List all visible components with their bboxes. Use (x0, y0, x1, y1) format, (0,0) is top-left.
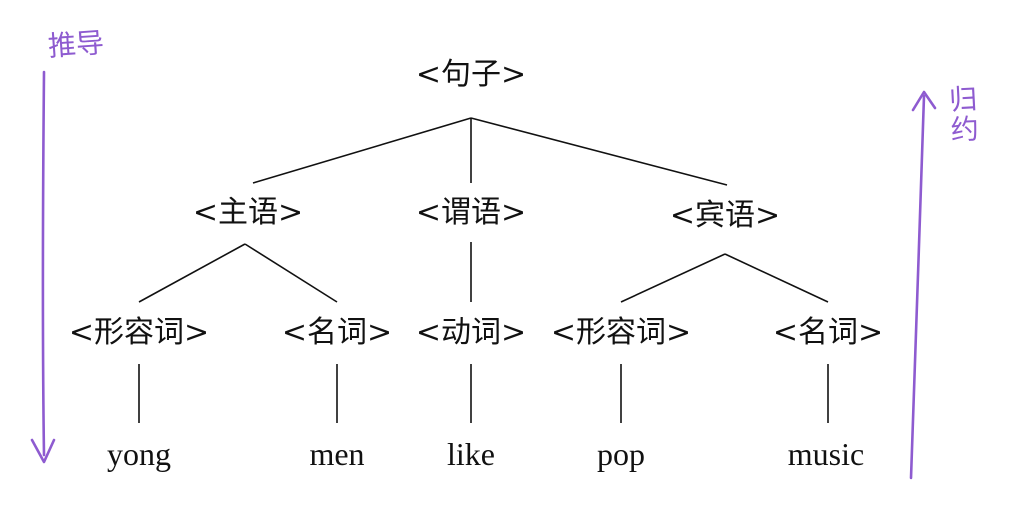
leaf-word-like: like (447, 436, 495, 472)
node-adjective-2: <形容词> (550, 315, 692, 350)
node-noun-1: <名词> (281, 315, 393, 350)
derivation-arrowhead-icon (30, 438, 56, 464)
edge-subject-noun (244, 243, 338, 303)
leaf-word-men: men (309, 436, 365, 472)
edge-object-adjective (620, 253, 726, 303)
node-subject: <主语> (192, 195, 304, 230)
node-verb: <动词> (415, 315, 527, 350)
edge-root-object (470, 117, 728, 186)
derivation-label: 推导 (46, 26, 106, 63)
reduction-label: 归约 (948, 82, 980, 147)
edge-subject-adjective (138, 243, 246, 303)
leaf-word-yong: yong (107, 436, 171, 472)
node-predicate: <谓语> (415, 195, 527, 230)
node-adjective-1: <形容词> (68, 315, 210, 350)
edge-root-subject (252, 117, 472, 184)
reduction-arrow-icon (909, 94, 926, 480)
leaf-word-music: music (787, 436, 865, 472)
edge-object-noun (724, 253, 829, 303)
reduction-arrowhead-icon (911, 90, 937, 112)
leaf-word-pop: pop (597, 436, 645, 472)
root-node-sentence: <句子> (415, 57, 527, 92)
derivation-arrow-icon (41, 70, 46, 457)
node-noun-2: <名词> (772, 315, 884, 350)
node-object: <宾语> (669, 198, 781, 233)
